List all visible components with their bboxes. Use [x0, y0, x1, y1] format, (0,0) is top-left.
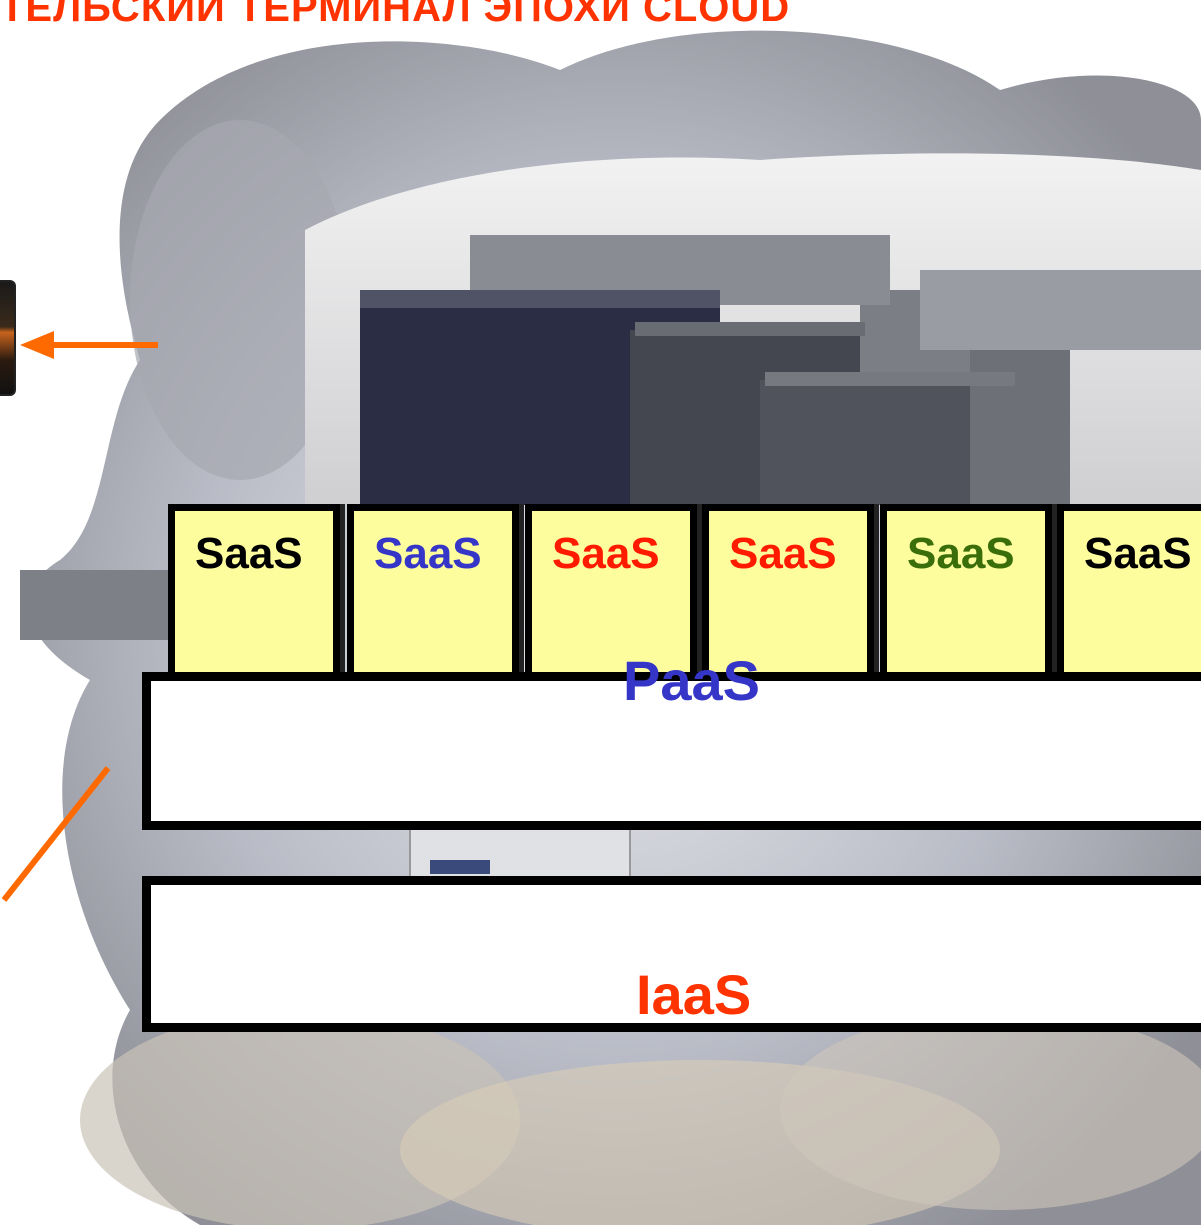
arrow-to-phone-icon [20, 331, 158, 359]
saas-label: SaaS [552, 529, 660, 578]
saas-box-5: SaaS [880, 504, 1052, 684]
paas-layer [142, 672, 1201, 830]
saas-box-6: SaaS [1057, 504, 1201, 684]
saas-box-1: SaaS [168, 504, 340, 684]
saas-label: SaaS [195, 529, 303, 578]
slide-title: ТЕЛЬСКИЙ ТЕРМИНАЛ ЭПОХИ CLOUD [0, 0, 791, 30]
saas-label: SaaS [374, 529, 482, 578]
iaas-label: IaaS [636, 963, 752, 1026]
saas-box-3: SaaS [525, 504, 697, 684]
saas-label: SaaS [907, 529, 1015, 578]
saas-label: SaaS [1084, 529, 1192, 578]
paas-label: PaaS [623, 649, 760, 712]
saas-box-2: SaaS [347, 504, 519, 684]
iaas-layer [142, 876, 1201, 1032]
arrow-diagonal-icon [1, 766, 111, 902]
phone-device-icon [0, 280, 16, 396]
saas-label: SaaS [729, 529, 837, 578]
